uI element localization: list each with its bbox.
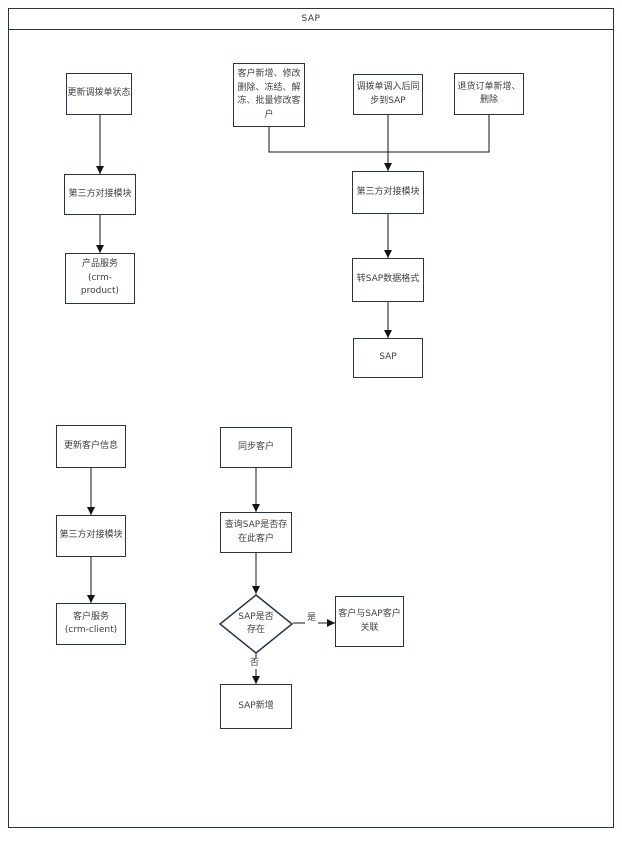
- node-third-party-module-top: 第三方对接模块: [64, 174, 136, 215]
- node-update-transfer-order-status: 更新调拨单状态: [66, 73, 132, 115]
- node-sap-create: SAP新增: [220, 684, 292, 729]
- node-third-party-module-mid: 第三方对接模块: [352, 171, 424, 214]
- decision-sap-exists: SAP是否 存在: [219, 594, 293, 654]
- node-link-customer-sap: 客户与SAP客户关联: [335, 596, 404, 647]
- node-customer-service: 客户服务 (crm-client): [56, 603, 126, 645]
- node-sync-customer: 同步客户: [220, 427, 292, 468]
- edge-label-no: 否: [248, 658, 262, 669]
- edge-label-yes: 是: [305, 613, 319, 624]
- node-customer-crud: 客户新增、修改删除、冻结、解冻、批量修改客户: [233, 63, 305, 127]
- node-return-order: 退货订单新增、删除: [454, 73, 524, 115]
- node-transfer-order-sync: 调拨单调入后同步到SAP: [353, 74, 423, 115]
- diamond-shape: [219, 594, 293, 654]
- diagram-title: SAP: [301, 14, 321, 24]
- node-query-sap-exists: 查询SAP是否存在此客户: [220, 512, 292, 553]
- decision-label: SAP是否 存在: [238, 611, 274, 635]
- node-product-service: 产品服务 (crm- product): [65, 253, 135, 304]
- diagram-header: SAP: [8, 8, 614, 30]
- merge-line-top: [268, 115, 490, 153]
- node-update-customer-info: 更新客户信息: [56, 425, 126, 468]
- node-third-party-module-bottom: 第三方对接模块: [56, 515, 126, 557]
- node-sap: SAP: [353, 338, 423, 378]
- node-convert-sap-format: 转SAP数据格式: [352, 258, 424, 302]
